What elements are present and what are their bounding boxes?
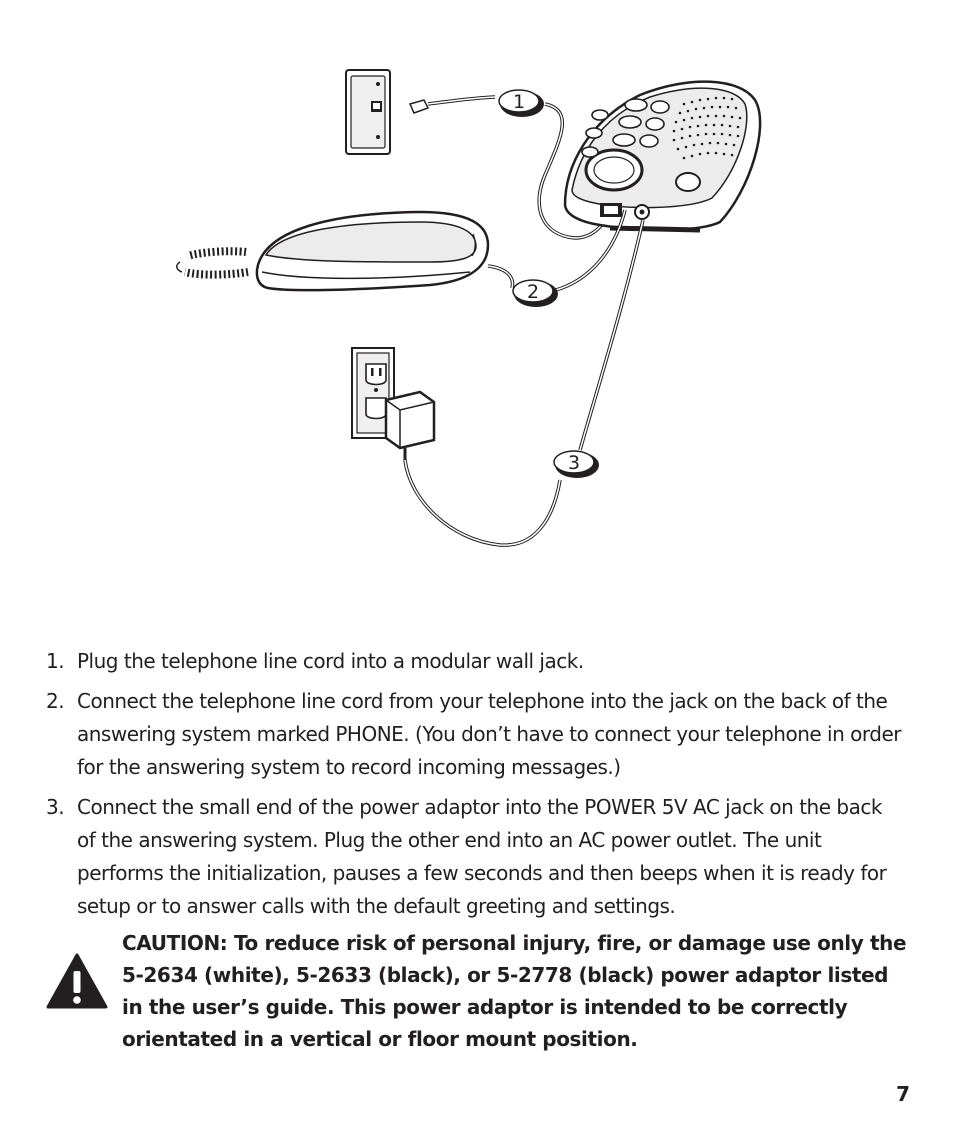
- power-cord-3: [403, 219, 645, 547]
- page-number: 7: [896, 1082, 910, 1106]
- warning-triangle-icon: [46, 953, 108, 1009]
- step-1: 1. Plug the telephone line cord into a m…: [46, 645, 906, 678]
- wall-phone-jack: [345, 69, 391, 155]
- step-number: 1.: [46, 649, 65, 673]
- callout-3-label: 3: [568, 452, 580, 474]
- step-number: 3.: [46, 795, 65, 819]
- line-cord-1: [408, 95, 614, 240]
- setup-steps: 1. Plug the telephone line cord into a m…: [46, 645, 906, 930]
- step-text: Plug the telephone line cord into a modu…: [77, 649, 584, 673]
- step-2: 2. Connect the telephone line cord from …: [46, 685, 906, 784]
- callout-2-label: 2: [527, 281, 539, 303]
- answering-machine: [563, 80, 762, 233]
- power-adaptor: [384, 390, 436, 460]
- step-3: 3. Connect the small end of the power ad…: [46, 791, 906, 923]
- caution-text: CAUTION: To reduce risk of personal inju…: [122, 931, 907, 1051]
- callout-2: 2: [512, 279, 558, 307]
- telephone: [176, 210, 490, 292]
- step-text: Connect the small end of the power adapt…: [77, 795, 887, 918]
- step-text: Connect the telephone line cord from you…: [77, 689, 901, 779]
- step-number: 2.: [46, 689, 65, 713]
- callout-1-label: 1: [513, 91, 525, 113]
- callout-1: 1: [498, 89, 544, 117]
- power-outlet: [351, 347, 395, 439]
- callout-3: 3: [553, 450, 599, 478]
- line-cord-2: [487, 209, 627, 292]
- connection-diagram: 1 2 3: [176, 69, 762, 547]
- caution-notice: CAUTION: To reduce risk of personal inju…: [46, 927, 907, 1057]
